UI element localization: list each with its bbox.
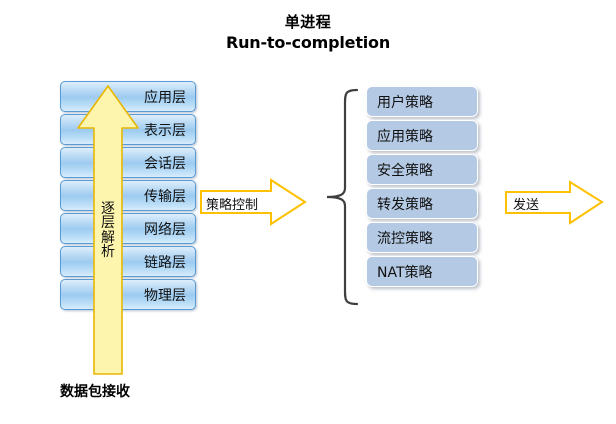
send-arrow-label: 发送 xyxy=(513,198,540,213)
policy-list: 用户策略 应用策略 安全策略 转发策略 流控策略 NAT策略 xyxy=(366,86,478,290)
up-arrow-char: 析 xyxy=(101,243,115,260)
up-arrow-char: 解 xyxy=(101,229,115,246)
up-arrow-char: 层 xyxy=(101,215,115,232)
packet-receive-label: 数据包接收 xyxy=(60,384,130,400)
osi-layer-label: 链路层 xyxy=(144,254,186,271)
policy-item-label: 安全策略 xyxy=(377,162,433,179)
policy-item[interactable]: 安全策略 xyxy=(366,154,478,185)
policy-item[interactable]: NAT策略 xyxy=(366,256,478,287)
osi-layer-label: 会话层 xyxy=(144,155,186,172)
osi-layer-box[interactable]: 物理层 xyxy=(60,279,196,310)
send-arrow-icon xyxy=(504,180,604,225)
up-arrow-char: 逐 xyxy=(101,201,115,217)
osi-layer-box[interactable]: 应用层 xyxy=(60,81,196,112)
osi-layer-label: 传输层 xyxy=(144,188,186,205)
policy-control-arrow-icon xyxy=(199,178,307,226)
policy-item-label: 应用策略 xyxy=(377,128,433,145)
up-arrow-icon: 逐 层 解 析 xyxy=(76,84,140,376)
policy-item[interactable]: 用户策略 xyxy=(366,86,478,117)
osi-layer-stack: 应用层 表示层 会话层 传输层 网络层 链路层 物理层 xyxy=(60,81,196,312)
policy-control-arrow-label: 策略控制 xyxy=(206,198,259,213)
osi-layer-box[interactable]: 表示层 xyxy=(60,114,196,145)
osi-layer-label: 表示层 xyxy=(144,122,186,139)
policy-item[interactable]: 流控策略 xyxy=(366,222,478,253)
osi-layer-label: 应用层 xyxy=(144,89,186,106)
curly-brace-icon xyxy=(325,88,359,306)
policy-item-label: 转发策略 xyxy=(377,196,433,213)
title-line-en: Run-to-completion xyxy=(225,33,391,53)
osi-layer-box[interactable]: 传输层 xyxy=(60,180,196,211)
policy-item-label: 用户策略 xyxy=(377,94,433,111)
policy-item-label: NAT策略 xyxy=(377,264,433,281)
policy-item-label: 流控策略 xyxy=(377,230,433,247)
osi-layer-label: 物理层 xyxy=(144,287,186,304)
osi-layer-box[interactable]: 会话层 xyxy=(60,147,196,178)
osi-layer-label: 网络层 xyxy=(144,221,186,238)
title-line-cn: 单进程 xyxy=(284,13,332,31)
policy-item[interactable]: 转发策略 xyxy=(366,188,478,219)
osi-layer-box[interactable]: 链路层 xyxy=(60,246,196,277)
policy-item[interactable]: 应用策略 xyxy=(366,120,478,151)
up-arrow-label: 逐 层 解 析 xyxy=(76,202,140,259)
diagram-title: 单进程 Run-to-completion xyxy=(0,12,616,54)
osi-layer-box[interactable]: 网络层 xyxy=(60,213,196,244)
